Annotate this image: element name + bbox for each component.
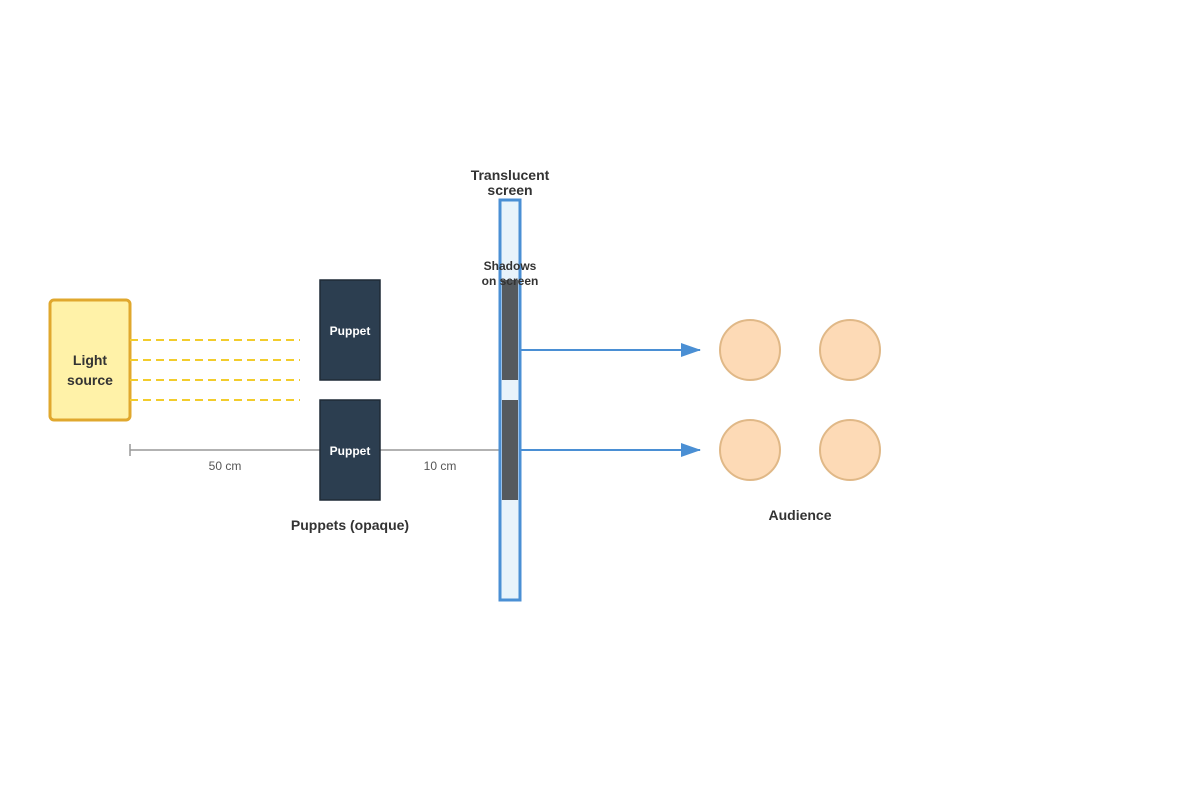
puppet-top [319, 279, 381, 381]
audience: Audience [719, 319, 881, 523]
shadows-label-line1: Shadows [484, 259, 537, 273]
shadows-label-line2: on screen [482, 274, 539, 288]
audience-member [819, 419, 881, 481]
puppets: Puppet Puppet Puppets (opaque) [291, 279, 409, 533]
shadow-top [502, 280, 518, 380]
screen-title-line2: screen [487, 182, 532, 198]
distance-light-to-puppet: 50 cm [209, 459, 242, 473]
audience-label: Audience [768, 507, 831, 523]
puppet-bottom [319, 399, 381, 501]
audience-member [719, 319, 781, 381]
screen-title-line1: Translucent [471, 167, 550, 183]
puppets-caption: Puppets (opaque) [291, 517, 409, 533]
audience-member [819, 319, 881, 381]
puppet-top-label: Puppet [330, 324, 371, 338]
light-source-label-line1: Light [73, 352, 108, 368]
shadow-bottom [502, 400, 518, 500]
light-rays [130, 339, 300, 401]
light-source: Light source [48, 298, 132, 422]
distance-puppet-to-screen: 10 cm [424, 459, 457, 473]
view-arrows [520, 343, 701, 457]
light-source-label-line2: source [67, 372, 113, 388]
puppet-bottom-label: Puppet [330, 444, 371, 458]
distance-measure: 50 cm 10 cm [129, 444, 500, 473]
audience-member [719, 419, 781, 481]
translucent-screen: Translucent screen Shadows on screen [471, 167, 550, 602]
